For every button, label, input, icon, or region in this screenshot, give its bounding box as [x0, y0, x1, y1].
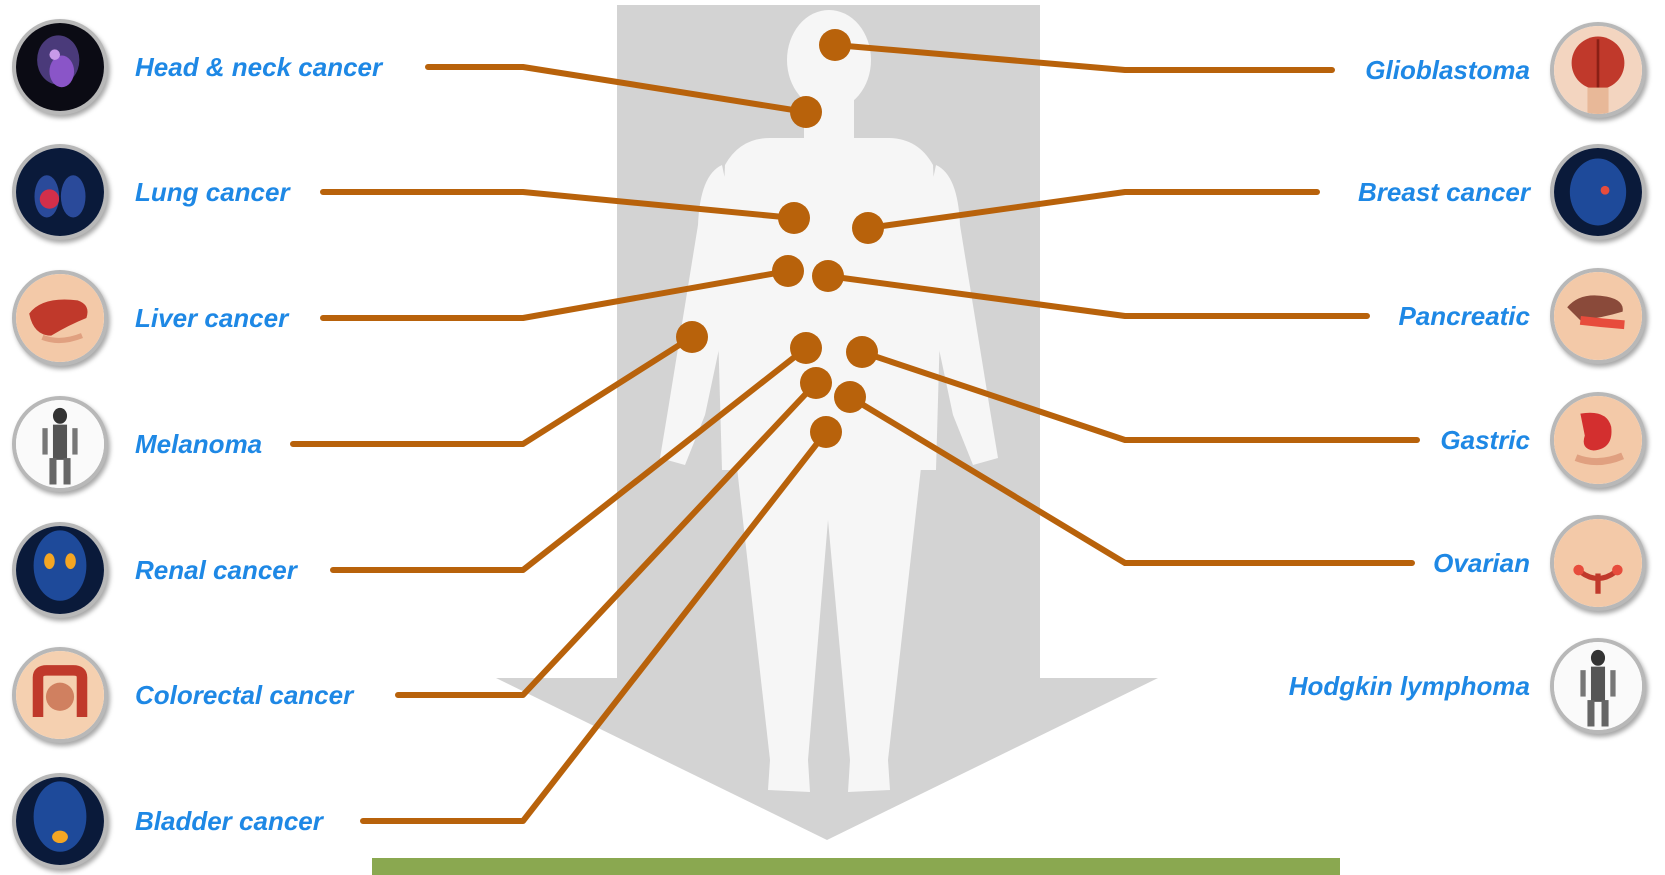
breast-icon-graphic	[1554, 148, 1642, 236]
left-label-5: Colorectal cancer	[135, 679, 353, 711]
right-label-1: Breast cancer	[1358, 176, 1530, 208]
pet-body-scan-icon-graphic	[16, 400, 104, 488]
right-label-0: Glioblastoma	[1365, 54, 1530, 86]
location-dot-left-1	[778, 202, 810, 234]
brain-icon	[1550, 22, 1646, 118]
brain-icon-graphic	[1554, 26, 1642, 114]
pancreas-icon	[1550, 268, 1646, 364]
pet-body-scan-icon-graphic	[1554, 642, 1642, 730]
lung-icon	[12, 144, 108, 240]
right-label-3: Gastric	[1440, 424, 1530, 456]
location-dot-left-6	[810, 416, 842, 448]
pet-body-scan-icon	[12, 396, 108, 492]
right-label-4: Ovarian	[1433, 547, 1530, 579]
bladder-icon-graphic	[16, 777, 104, 865]
location-dot-right-2	[812, 260, 844, 292]
ovary-icon	[1550, 515, 1646, 611]
head-neck-scan-icon-graphic	[16, 23, 104, 111]
left-label-1: Lung cancer	[135, 176, 290, 208]
right-label-5: Hodgkin lymphoma	[1289, 670, 1530, 702]
left-label-3: Melanoma	[135, 428, 262, 460]
left-label-2: Liver cancer	[135, 302, 288, 334]
stomach-icon	[1550, 392, 1646, 488]
location-dot-right-4	[834, 381, 866, 413]
lung-icon-graphic	[16, 148, 104, 236]
stomach-icon-graphic	[1554, 396, 1642, 484]
location-dot-right-0	[819, 29, 851, 61]
colon-icon	[12, 647, 108, 743]
pancreas-icon-graphic	[1554, 272, 1642, 360]
left-label-4: Renal cancer	[135, 554, 297, 586]
location-dot-right-1	[852, 212, 884, 244]
kidney-icon-graphic	[16, 526, 104, 614]
right-label-2: Pancreatic	[1398, 300, 1530, 332]
head-neck-scan-icon	[12, 19, 108, 115]
left-label-0: Head & neck cancer	[135, 51, 382, 83]
pet-body-scan-icon	[1550, 638, 1646, 734]
green-footer-bar	[372, 858, 1340, 875]
location-dot-left-4	[790, 332, 822, 364]
ovary-icon-graphic	[1554, 519, 1642, 607]
location-dot-left-2	[772, 255, 804, 287]
location-dot-right-3	[846, 336, 878, 368]
bladder-icon	[12, 773, 108, 869]
location-dot-left-3	[676, 321, 708, 353]
breast-icon	[1550, 144, 1646, 240]
location-dot-left-0	[790, 96, 822, 128]
left-label-6: Bladder cancer	[135, 805, 323, 837]
colon-icon-graphic	[16, 651, 104, 739]
kidney-icon	[12, 522, 108, 618]
liver-icon-graphic	[16, 274, 104, 362]
liver-icon	[12, 270, 108, 366]
location-dot-left-5	[800, 367, 832, 399]
